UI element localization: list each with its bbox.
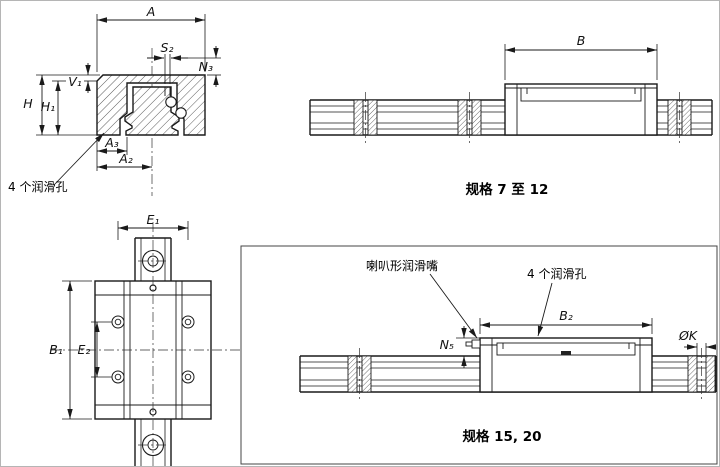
dim-N3: N₃ [174, 46, 221, 87]
lube-holes-label: 4 个润滑孔 [8, 180, 67, 194]
side-view-sizes-15-20: B₂ N₅ ØK 喇叭形润滑嘴 4 个润滑孔 规格 15, 20 [240, 245, 718, 465]
top-view: E₁ B₁ E₂ [49, 212, 242, 467]
dim-A: A [96, 4, 206, 72]
rail-hole-sections [353, 92, 692, 143]
ball-upper [165, 96, 177, 108]
caption-sizes-7-12: 规格 7 至 12 [466, 181, 549, 198]
dim-label-B: B [577, 33, 586, 48]
dim-V1: V₁ [52, 63, 97, 93]
center-lube-port [561, 351, 571, 355]
cross-section-view: A S₂ N₃ V₁ H [8, 4, 221, 196]
rail-section [124, 86, 180, 136]
rail-hole-sections [347, 348, 716, 400]
dim-label-A: A [146, 4, 156, 19]
dim-N5: N₅ [440, 326, 480, 368]
leader-line [537, 282, 553, 337]
dim-B: B [504, 33, 658, 80]
dim-label-V1: V₁ [68, 74, 82, 89]
leader-line [53, 132, 105, 186]
dim-label-H1: H₁ [41, 99, 55, 114]
dim-A3: A₃ [96, 135, 128, 171]
side-view-sizes-7-12: B 规格 7 至 12 [309, 33, 713, 198]
lube-holes-callout: 4 个润滑孔 [527, 267, 586, 337]
ball-lower [175, 107, 187, 119]
lube-holes-callout: 4 个润滑孔 [8, 132, 105, 194]
leader-line [429, 273, 478, 339]
lube-holes-label: 4 个润滑孔 [527, 267, 586, 281]
nipple-callout: 喇叭形润滑嘴 [366, 258, 478, 339]
dim-B2: B₂ [479, 308, 653, 334]
dim-H1: H₁ [41, 81, 61, 135]
carriage-side [504, 83, 658, 136]
caption-sizes-15-20: 规格 15, 20 [462, 428, 541, 445]
dim-K: ØK [678, 328, 716, 356]
dim-label-E2: E₂ [78, 342, 91, 357]
funnel-lube-nipple-tip [465, 341, 473, 347]
dim-label-B1: B₁ [49, 342, 63, 357]
dim-label-N3: N₃ [199, 59, 213, 74]
dim-E2: E₂ [78, 321, 112, 378]
dim-H: H [23, 74, 100, 136]
dim-label-A2: A₂ [118, 151, 133, 166]
dim-label-H: H [23, 96, 33, 111]
dim-label-A3: A₃ [104, 135, 119, 150]
dim-label-E1: E₁ [147, 212, 160, 227]
funnel-lube-nipple [471, 339, 481, 349]
dim-label-N5: N₅ [440, 337, 454, 352]
dim-A2: A₂ [97, 151, 152, 170]
carriage-side [465, 337, 653, 393]
dim-label-K: ØK [678, 328, 699, 343]
dim-B1: B₁ [49, 280, 92, 420]
mounting-holes [111, 315, 195, 384]
dim-label-B2: B₂ [559, 308, 573, 323]
dim-E1: E₁ [117, 212, 189, 240]
dim-label-S2: S₂ [161, 40, 174, 55]
dim-S2: S₂ [147, 40, 188, 84]
nipple-label: 喇叭形润滑嘴 [366, 258, 438, 273]
